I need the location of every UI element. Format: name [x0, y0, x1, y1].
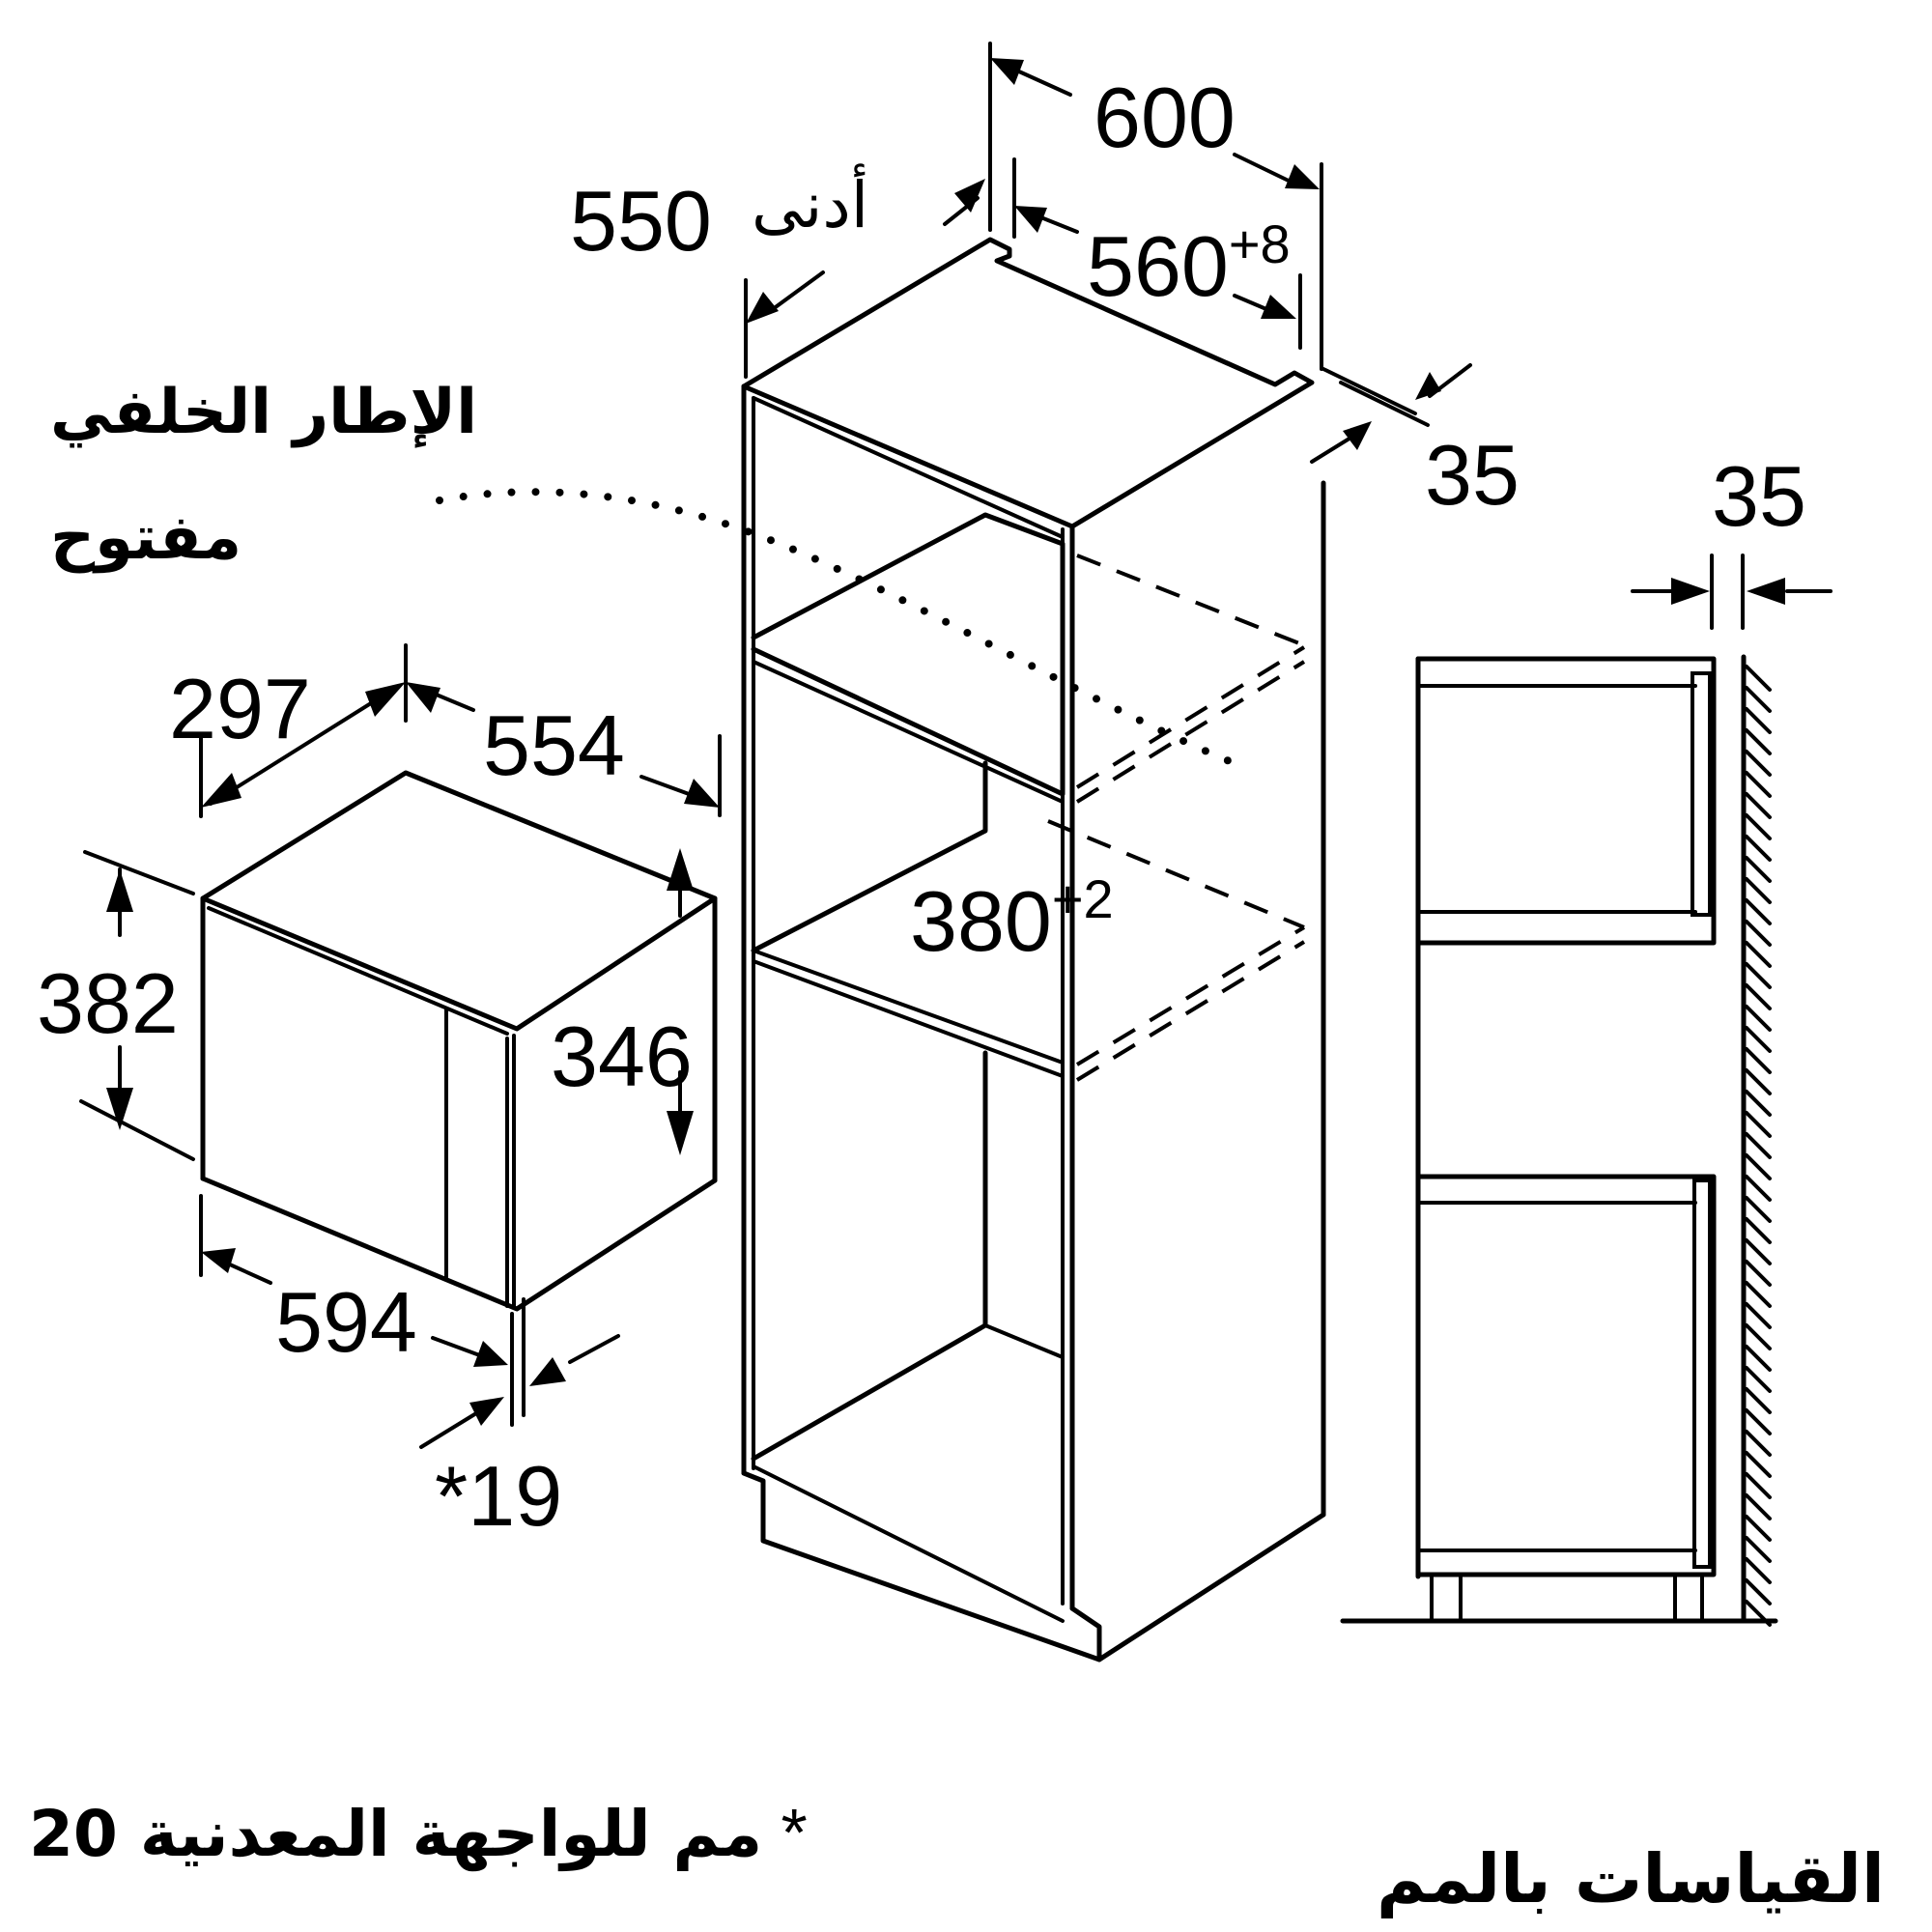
wall-gap-label: 35 [1712, 448, 1806, 544]
footnote-text: 20 مم للواجهة المعدنية [29, 1797, 763, 1871]
cabinet-dimension-lines [744, 42, 1472, 464]
microwave-width-top-label: 554 [483, 697, 625, 793]
microwave-depth-label: 297 [169, 661, 311, 756]
cabinet-niche-height-label: 380+2 [910, 872, 1114, 964]
wall-hatching [1745, 665, 1772, 1627]
microwave-front-width-label: 594 [275, 1274, 417, 1370]
niche-height-tolerance: +2 [1051, 868, 1114, 929]
units-note: القياسات بالمم [1377, 1839, 1886, 1918]
footnote-marker: * [781, 1795, 808, 1870]
microwave-inner-height-label: 346 [551, 1009, 693, 1104]
microwave-dimension-lines [79, 643, 722, 1449]
cabinet-outer-width-label: 600 [1094, 70, 1236, 165]
minimum-label: أدنى [752, 168, 869, 242]
niche-width-tolerance: +8 [1228, 213, 1291, 274]
footnote: 20 مم للواجهة المعدنية * [29, 1799, 808, 1866]
microwave-height-label: 382 [37, 955, 179, 1051]
cabinet-side-thickness-label: 35 [1425, 427, 1520, 523]
cabinet-niche-width-label: 560+8 [1087, 217, 1291, 309]
niche-height-value: 380 [910, 873, 1052, 969]
niche-width-value: 560 [1087, 218, 1229, 314]
tall-cabinet-drawing [436, 237, 1326, 1662]
rear-frame-label-line2: مفتوح [50, 502, 242, 574]
cabinet-min-depth-value: 550 [570, 173, 712, 269]
rear-frame-label-line1: الإطار الخلفي [50, 377, 478, 448]
side-view-drawing [1340, 554, 1833, 1627]
microwave-front-thickness-label: *19 [435, 1448, 563, 1544]
microwave-drawing [200, 770, 718, 1312]
